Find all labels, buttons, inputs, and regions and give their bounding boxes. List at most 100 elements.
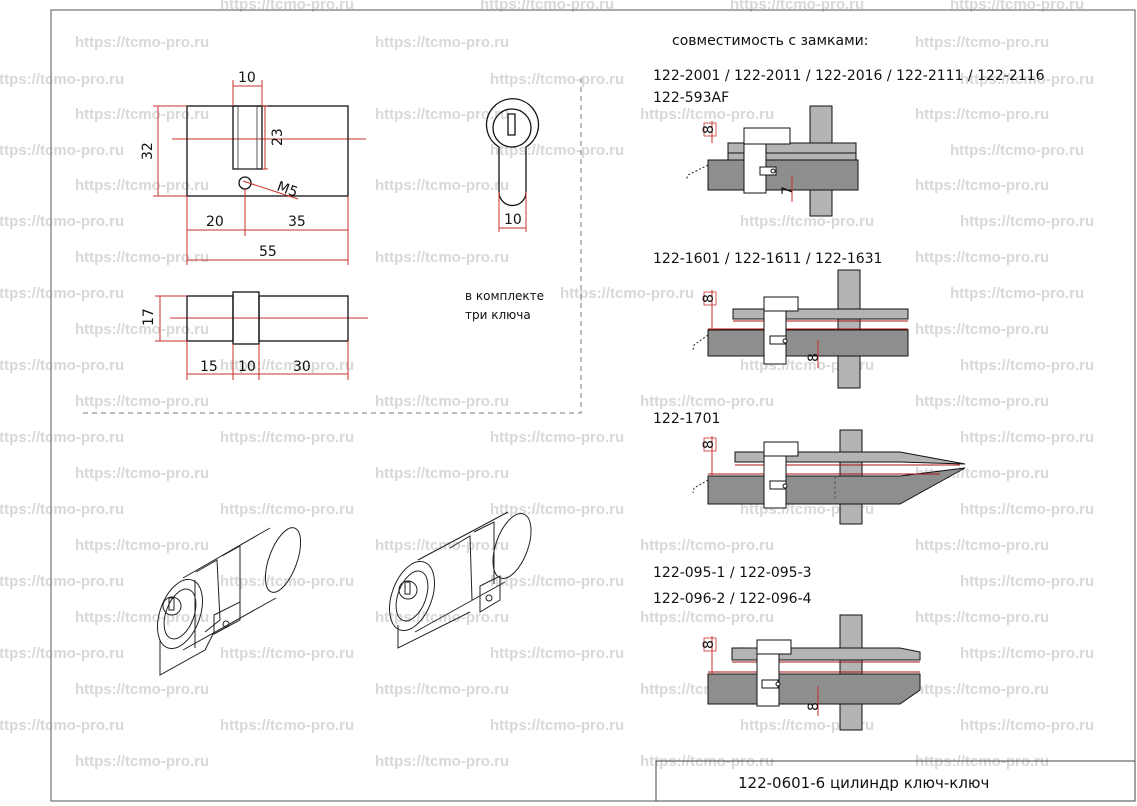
watermark: https://tcmo-pro.ru [0, 142, 124, 159]
sheet-frame [50, 9, 1136, 802]
watermark: https://tcmo-pro.ru [915, 465, 1049, 482]
watermark: https://tcmo-pro.ru [730, 0, 864, 13]
watermark: https://tcmo-pro.ru [220, 645, 354, 662]
watermark: https://tcmo-pro.ru [375, 465, 509, 482]
watermark: https://tcmo-pro.ru [220, 357, 354, 374]
cylinder-iso-view-2 [389, 511, 532, 649]
watermark: https://tcmo-pro.ru [0, 213, 124, 230]
watermark: https://tcmo-pro.ru [0, 285, 124, 302]
watermark: https://tcmo-pro.ru [0, 573, 124, 590]
watermark: https://tcmo-pro.ru [640, 393, 774, 410]
watermark: https://tcmo-pro.ru [490, 429, 624, 446]
door-dim-2: 7 [780, 186, 796, 195]
compat-group4-line2: 122-096-2 / 122-096-4 [653, 591, 812, 607]
compat-group2: 122-1601 / 122-1611 / 122-1631 [653, 251, 882, 267]
dim-height: 32 [140, 142, 156, 160]
compat-group1-line1: 122-2001 / 122-2011 / 122-2016 / 122-211… [653, 68, 1045, 84]
watermark: https://tcmo-pro.ru [75, 393, 209, 410]
watermark: https://tcmo-pro.ru [0, 645, 124, 662]
watermark: https://tcmo-pro.ru [960, 501, 1094, 518]
watermark: https://tcmo-pro.ru [740, 213, 874, 230]
cylinder-side-view: 17 15 10 30 [141, 291, 368, 380]
kit-note-line2: три ключа [465, 308, 531, 322]
watermark: https://tcmo-pro.ru [375, 177, 509, 194]
door-dim-5: 8 [701, 440, 717, 449]
watermark: https://tcmo-pro.ru [0, 717, 124, 734]
dim-side-mid: 10 [238, 359, 256, 375]
dim-side-height: 17 [141, 308, 157, 326]
watermark: https://tcmo-pro.ru [960, 717, 1094, 734]
watermark: https://tcmo-pro.ru [375, 249, 509, 266]
watermark: https://tcmo-pro.ru [0, 429, 124, 446]
watermark: https://tcmo-pro.ru [0, 71, 124, 88]
watermark: https://tcmo-pro.ru [375, 34, 509, 51]
watermark: https://tcmo-pro.ru [490, 71, 624, 88]
watermark: https://tcmo-pro.ru [375, 106, 509, 123]
watermark: https://tcmo-pro.ru [960, 429, 1094, 446]
watermark: https://tcmo-pro.ru [915, 681, 1049, 698]
watermark: https://tcmo-pro.ru [915, 34, 1049, 51]
watermark: https://tcmo-pro.ru [950, 0, 1084, 13]
watermark: https://tcmo-pro.ru [915, 537, 1049, 554]
cylinder-iso-view-1 [157, 527, 302, 676]
watermark: https://tcmo-pro.ru [220, 0, 354, 13]
title-block [655, 760, 1136, 802]
compat-group4-line1: 122-095-1 / 122-095-3 [653, 565, 812, 581]
watermark: https://tcmo-pro.ru [640, 106, 774, 123]
dim-top-width: 10 [238, 70, 256, 86]
watermark: https://tcmo-pro.ru [75, 465, 209, 482]
watermark: https://tcmo-pro.ru [960, 357, 1094, 374]
watermark: https://tcmo-pro.ru [915, 106, 1049, 123]
door-dim-3: 8 [701, 294, 717, 303]
lock-diagram-1: 8 7 [685, 105, 859, 217]
door-dim-4: 8 [806, 353, 822, 362]
dim-profile-width: 10 [504, 212, 522, 228]
dim-cam-height: 23 [270, 128, 286, 146]
watermark: https://tcmo-pro.ru [75, 177, 209, 194]
watermark: https://tcmo-pro.ru [490, 645, 624, 662]
watermark: https://tcmo-pro.ru [75, 681, 209, 698]
watermark: https://tcmo-pro.ru [220, 717, 354, 734]
door-dim-7: 8 [806, 702, 822, 711]
cylinder-front-view: 10 32 23 M5 20 35 55 [140, 70, 366, 265]
watermark: https://tcmo-pro.ru [960, 645, 1094, 662]
dim-screw: M5 [275, 179, 300, 201]
dim-side-right: 30 [293, 359, 311, 375]
dim-side-left: 15 [200, 359, 218, 375]
title-text: 122-0601-6 цилиндр ключ-ключ [738, 774, 989, 792]
watermark: https://tcmo-pro.ru [490, 573, 624, 590]
watermark: https://tcmo-pro.ru [375, 537, 509, 554]
watermark: https://tcmo-pro.ru [0, 501, 124, 518]
watermark: https://tcmo-pro.ru [220, 429, 354, 446]
watermark: https://tcmo-pro.ru [75, 106, 209, 123]
watermark: https://tcmo-pro.ru [480, 0, 614, 13]
watermark: https://tcmo-pro.ru [375, 753, 509, 770]
dim-right-length: 35 [288, 214, 306, 230]
watermark-layer: https://tcmo-pro.ru https://tcmo-pro.ru … [0, 0, 1094, 770]
lock-diagram-2: 8 8 [692, 269, 909, 389]
lock-diagram-3: 8 [692, 429, 966, 525]
watermark: https://tcmo-pro.ru [75, 34, 209, 51]
door-dim-1: 8 [701, 125, 717, 134]
watermark: https://tcmo-pro.ru [75, 321, 209, 338]
dim-left-length: 20 [206, 214, 224, 230]
watermark: https://tcmo-pro.ru [75, 609, 209, 626]
kit-note-line1: в комплекте [465, 289, 544, 303]
watermark: https://tcmo-pro.ru [220, 501, 354, 518]
compat-heading: совместимость с замками: [672, 33, 868, 49]
watermark: https://tcmo-pro.ru [490, 717, 624, 734]
watermark: https://tcmo-pro.ru [915, 177, 1049, 194]
watermark: https://tcmo-pro.ru [915, 393, 1049, 410]
watermark: https://tcmo-pro.ru [915, 321, 1049, 338]
door-dim-6: 8 [701, 640, 717, 649]
watermark: https://tcmo-pro.ru [640, 609, 774, 626]
watermark: https://tcmo-pro.ru [950, 285, 1084, 302]
watermark: https://tcmo-pro.ru [960, 573, 1094, 590]
dim-total-length: 55 [259, 244, 277, 260]
watermark: https://tcmo-pro.ru [950, 142, 1084, 159]
lock-diagram-4: 8 8 [701, 614, 921, 731]
watermark: https://tcmo-pro.ru [560, 285, 694, 302]
dashed-divider [83, 75, 582, 414]
watermark: https://tcmo-pro.ru [75, 537, 209, 554]
